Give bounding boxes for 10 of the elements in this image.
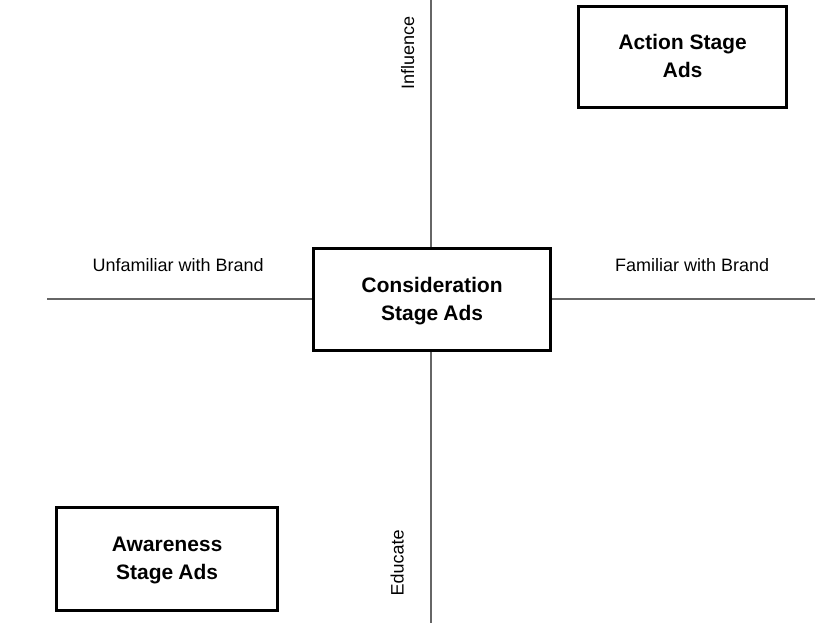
stage-box	[55, 506, 279, 612]
quadrant-label: Familiar with Brand	[614, 254, 770, 276]
stage-box	[312, 247, 552, 352]
stage-label: Consideration Stage Ads	[360, 272, 504, 326]
axis-label: Influence	[398, 15, 420, 89]
stage-label: Awareness Stage Ads	[110, 532, 224, 586]
stage-label: Action Stage Ads	[617, 30, 748, 84]
stage-box	[577, 5, 788, 109]
quadrant-label: Unfamiliar with Brand	[92, 254, 264, 276]
axis-label: Educate	[388, 528, 408, 596]
